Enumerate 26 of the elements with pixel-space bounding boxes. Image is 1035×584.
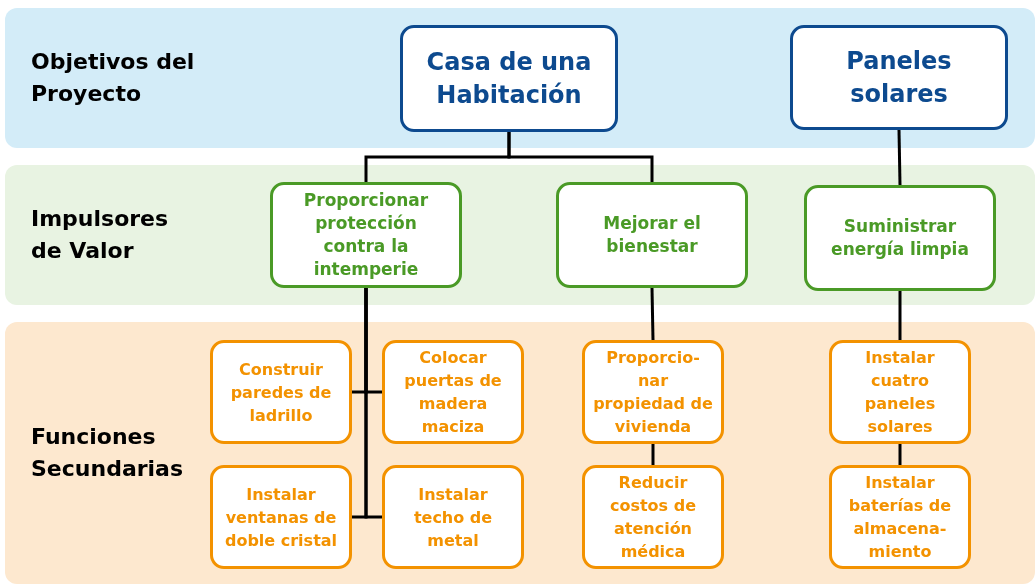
value-driver-box: Proporcionar protección contra la intemperie: [270, 182, 462, 288]
value-driver-box: Mejorar el bienestar: [556, 182, 748, 288]
connector-line: [898, 444, 902, 465]
function-box: Instalar cuatro paneles solares: [829, 340, 971, 444]
value-driver-box: Suministrar energía limpia: [804, 185, 996, 291]
function-box: Instalar baterías de almacena- miento: [829, 465, 971, 569]
connector-line: [651, 444, 655, 465]
row-band: [5, 322, 1035, 584]
function-box: Reducir costos de atención médica: [582, 465, 724, 569]
connector-line: [364, 288, 382, 519]
goal-box: Casa de una Habitación: [400, 25, 618, 132]
connector-line: [650, 287, 655, 341]
function-box: Instalar techo de metal: [382, 465, 524, 569]
function-box: Proporcio- nar propiedad de vivienda: [582, 340, 724, 444]
row-band: [5, 8, 1035, 148]
connector-line: [898, 291, 902, 340]
row-heading: Impulsores de Valor: [31, 205, 170, 265]
row-heading: Funciones Secundarias: [31, 423, 185, 483]
connector-line: [897, 129, 902, 186]
function-box: Construir paredes de ladrillo: [210, 340, 352, 444]
row-band: [5, 165, 1035, 305]
connector-line: [507, 132, 654, 182]
row-heading: Objetivos del Proyecto: [31, 48, 196, 108]
function-box: Instalar ventanas de doble cristal: [210, 465, 352, 569]
function-box: Colocar puertas de madera maciza: [382, 340, 524, 444]
goal-box: Paneles solares: [790, 25, 1008, 130]
